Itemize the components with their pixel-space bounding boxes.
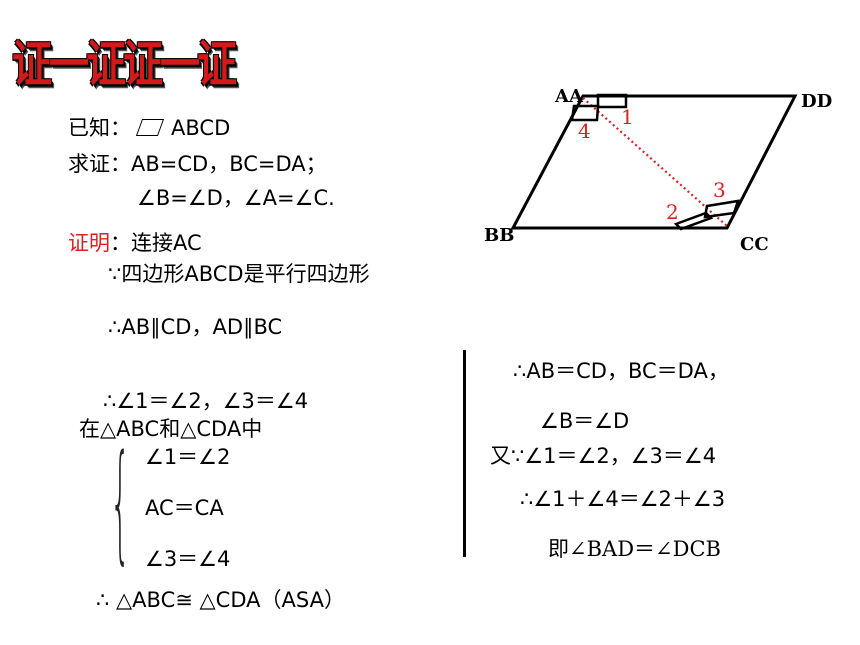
proof-step-2: ∴AB∥CD，AD∥BC [108,315,283,339]
angle-2-label: 2 [666,200,679,224]
angle-3-label: 3 [713,178,726,202]
column-divider [463,350,466,557]
proof-step-4: 在△ABC和△CDA中 [79,417,263,441]
right-step-2: ∠B＝∠D [540,409,630,433]
condition-2: AC＝CA [145,496,224,520]
angle-1-label: 1 [621,105,634,129]
proof-step-1: ∵四边形ABCD是平行四边形 [108,262,370,286]
condition-3: ∠3＝∠4 [145,547,231,571]
proof-intro: ：连接AC [110,231,202,255]
proof-intro-line: 证明：连接AC [68,227,202,257]
angle-1-marker [596,93,628,109]
vertex-c-label: CC [740,234,769,255]
angle-4-label: 4 [578,119,591,143]
condition-brace: { [110,430,131,578]
proof-label: 证明 [68,231,110,255]
right-step-3: 又∵∠1＝∠2，∠3＝∠4 [490,444,717,468]
prove-statement-1: AB=CD，BC=DA； [131,152,327,176]
vertex-d-label: DD [801,91,832,112]
prove-line-1: 求证：AB=CD，BC=DA； [68,148,327,178]
given-value: ABCD [171,116,231,140]
vertex-a-label: AA [554,86,584,107]
parallelogram-shape [510,94,798,230]
right-step-4: ∴∠1＋∠4＝∠2＋∠3 [520,487,726,511]
angle-4-marker [570,104,600,122]
angle-2-marker [673,211,714,231]
proof-conclusion: ∴ △ABC≅ △CDA（ASA） [96,588,345,612]
given-label: 已知： [68,116,131,140]
given-line: 已知： ABCD [68,112,230,142]
condition-1: ∠1＝∠2 [145,445,231,469]
proof-step-3: ∴∠1＝∠2，∠3＝∠4 [103,389,309,413]
right-step-5: 即∠BAD＝∠DCB [548,537,721,561]
right-step-1: ∴AB＝CD，BC＝DA， [513,359,729,383]
prove-label: 求证： [68,152,131,176]
page-title: 证一证证一证 [12,36,237,95]
vertex-b-label: BB [484,225,514,246]
diagonal-ac [582,97,728,227]
prove-statement-2: ∠B=∠D，∠A=∠C. [137,186,335,210]
